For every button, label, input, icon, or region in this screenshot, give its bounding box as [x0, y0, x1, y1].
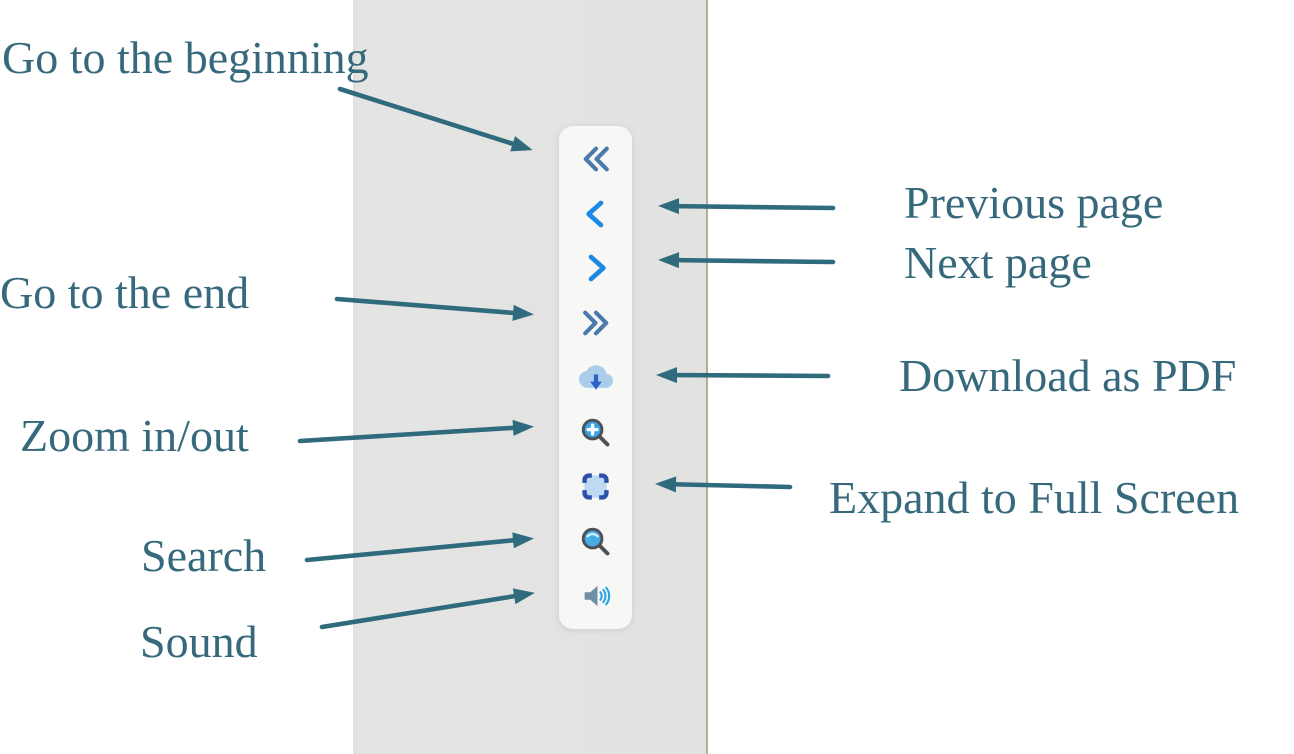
magnifier-plus-icon [581, 418, 610, 447]
label-download-pdf: Download as PDF [899, 350, 1237, 401]
go-to-beginning-button[interactable] [573, 140, 619, 178]
previous-page-button[interactable] [573, 195, 619, 233]
label-go-to-end: Go to the end [0, 267, 250, 318]
label-zoom-in-out: Zoom in/out [20, 410, 249, 461]
zoom-in-out-button[interactable] [573, 413, 619, 451]
fullscreen-icon [582, 473, 609, 500]
cloud-download-icon [578, 364, 613, 390]
download-pdf-button[interactable] [573, 359, 619, 397]
magnifier-icon [581, 527, 610, 556]
label-sound: Sound [140, 616, 258, 667]
label-previous-page: Previous page [904, 177, 1164, 228]
go-to-end-button[interactable] [573, 304, 619, 342]
chevron-left-icon [585, 200, 603, 228]
sound-button[interactable] [573, 577, 619, 615]
next-page-button[interactable] [573, 249, 619, 287]
label-search: Search [141, 530, 267, 581]
document-background-strip [353, 0, 708, 754]
label-go-to-beginning: Go to the beginning [2, 32, 369, 83]
search-button[interactable] [573, 522, 619, 560]
chevron-right-icon [588, 254, 606, 282]
label-expand-full-screen: Expand to Full Screen [829, 472, 1240, 523]
reader-toolbar [559, 126, 632, 629]
double-chevron-right-icon [582, 310, 608, 336]
label-next-page: Next page [904, 237, 1092, 288]
double-chevron-left-icon [583, 146, 609, 172]
expand-full-screen-button[interactable] [573, 468, 619, 506]
speaker-icon [584, 585, 610, 607]
